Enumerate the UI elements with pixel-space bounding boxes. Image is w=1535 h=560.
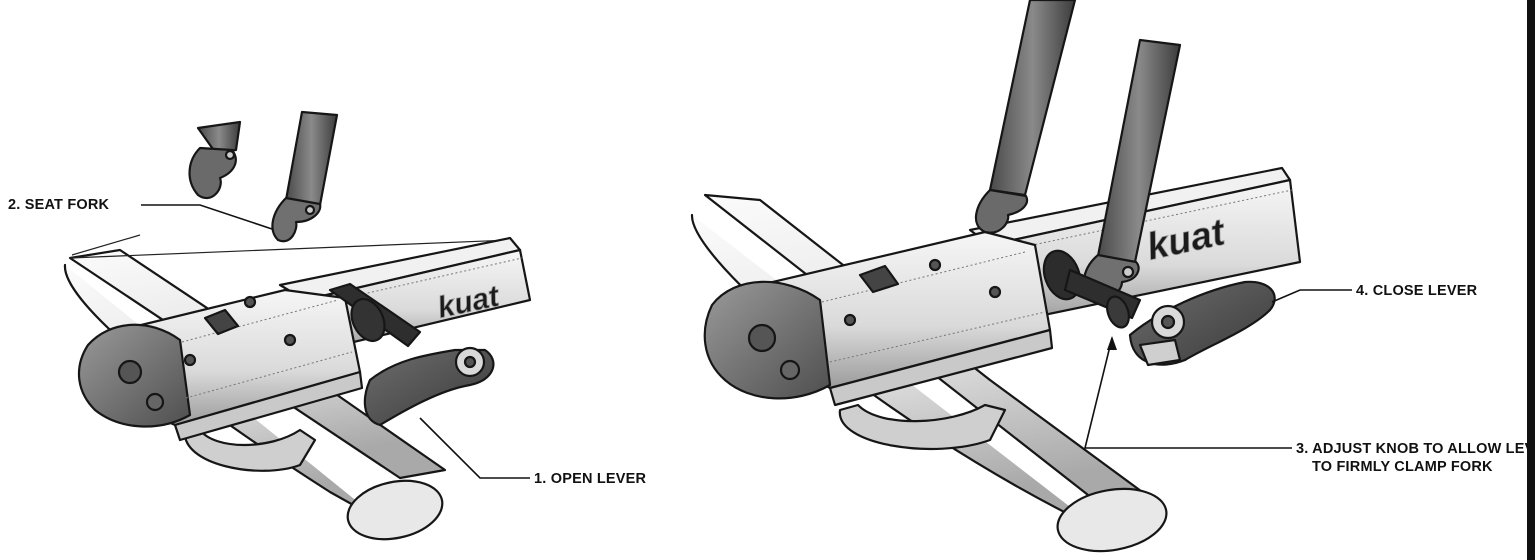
callout-close-lever-label: 4. CLOSE LEVER <box>1356 283 1478 299</box>
fork-dropout-front-icon <box>271 110 339 243</box>
fork-leg-rear-icon <box>974 0 1077 234</box>
callout-seat-fork: 2. SEAT FORK <box>8 197 273 230</box>
callout-adjust-knob-label-line1: 3. ADJUST KNOB TO ALLOW LEVER <box>1296 441 1535 457</box>
fork-mount-body-icon <box>77 288 364 442</box>
quick-release-lever-open-icon <box>328 282 495 427</box>
u-bolt-icon <box>183 428 317 472</box>
callout-seat-fork-label: 2. SEAT FORK <box>8 197 110 213</box>
fork-mount-body-right-icon <box>703 230 1054 407</box>
callout-adjust-knob: 3. ADJUST KNOB TO ALLOW LEVER TO FIRMLY … <box>1083 336 1535 475</box>
callout-open-lever: 1. OPEN LEVER <box>419 417 647 487</box>
left-panel: kuat <box>8 110 647 541</box>
callout-close-lever: 4. CLOSE LEVER <box>1271 283 1478 303</box>
adjust-knob-icon <box>1042 249 1142 329</box>
callout-adjust-knob-label-line2: TO FIRMLY CLAMP FORK <box>1312 459 1493 475</box>
u-bolt-right-icon <box>838 403 1007 451</box>
right-panel: kuat <box>690 0 1535 553</box>
fork-dropout-rear-icon <box>188 120 242 200</box>
frame-edge <box>1527 0 1535 560</box>
callout-open-lever-label: 1. OPEN LEVER <box>534 471 647 487</box>
quick-release-lever-closed-icon <box>1128 280 1276 367</box>
